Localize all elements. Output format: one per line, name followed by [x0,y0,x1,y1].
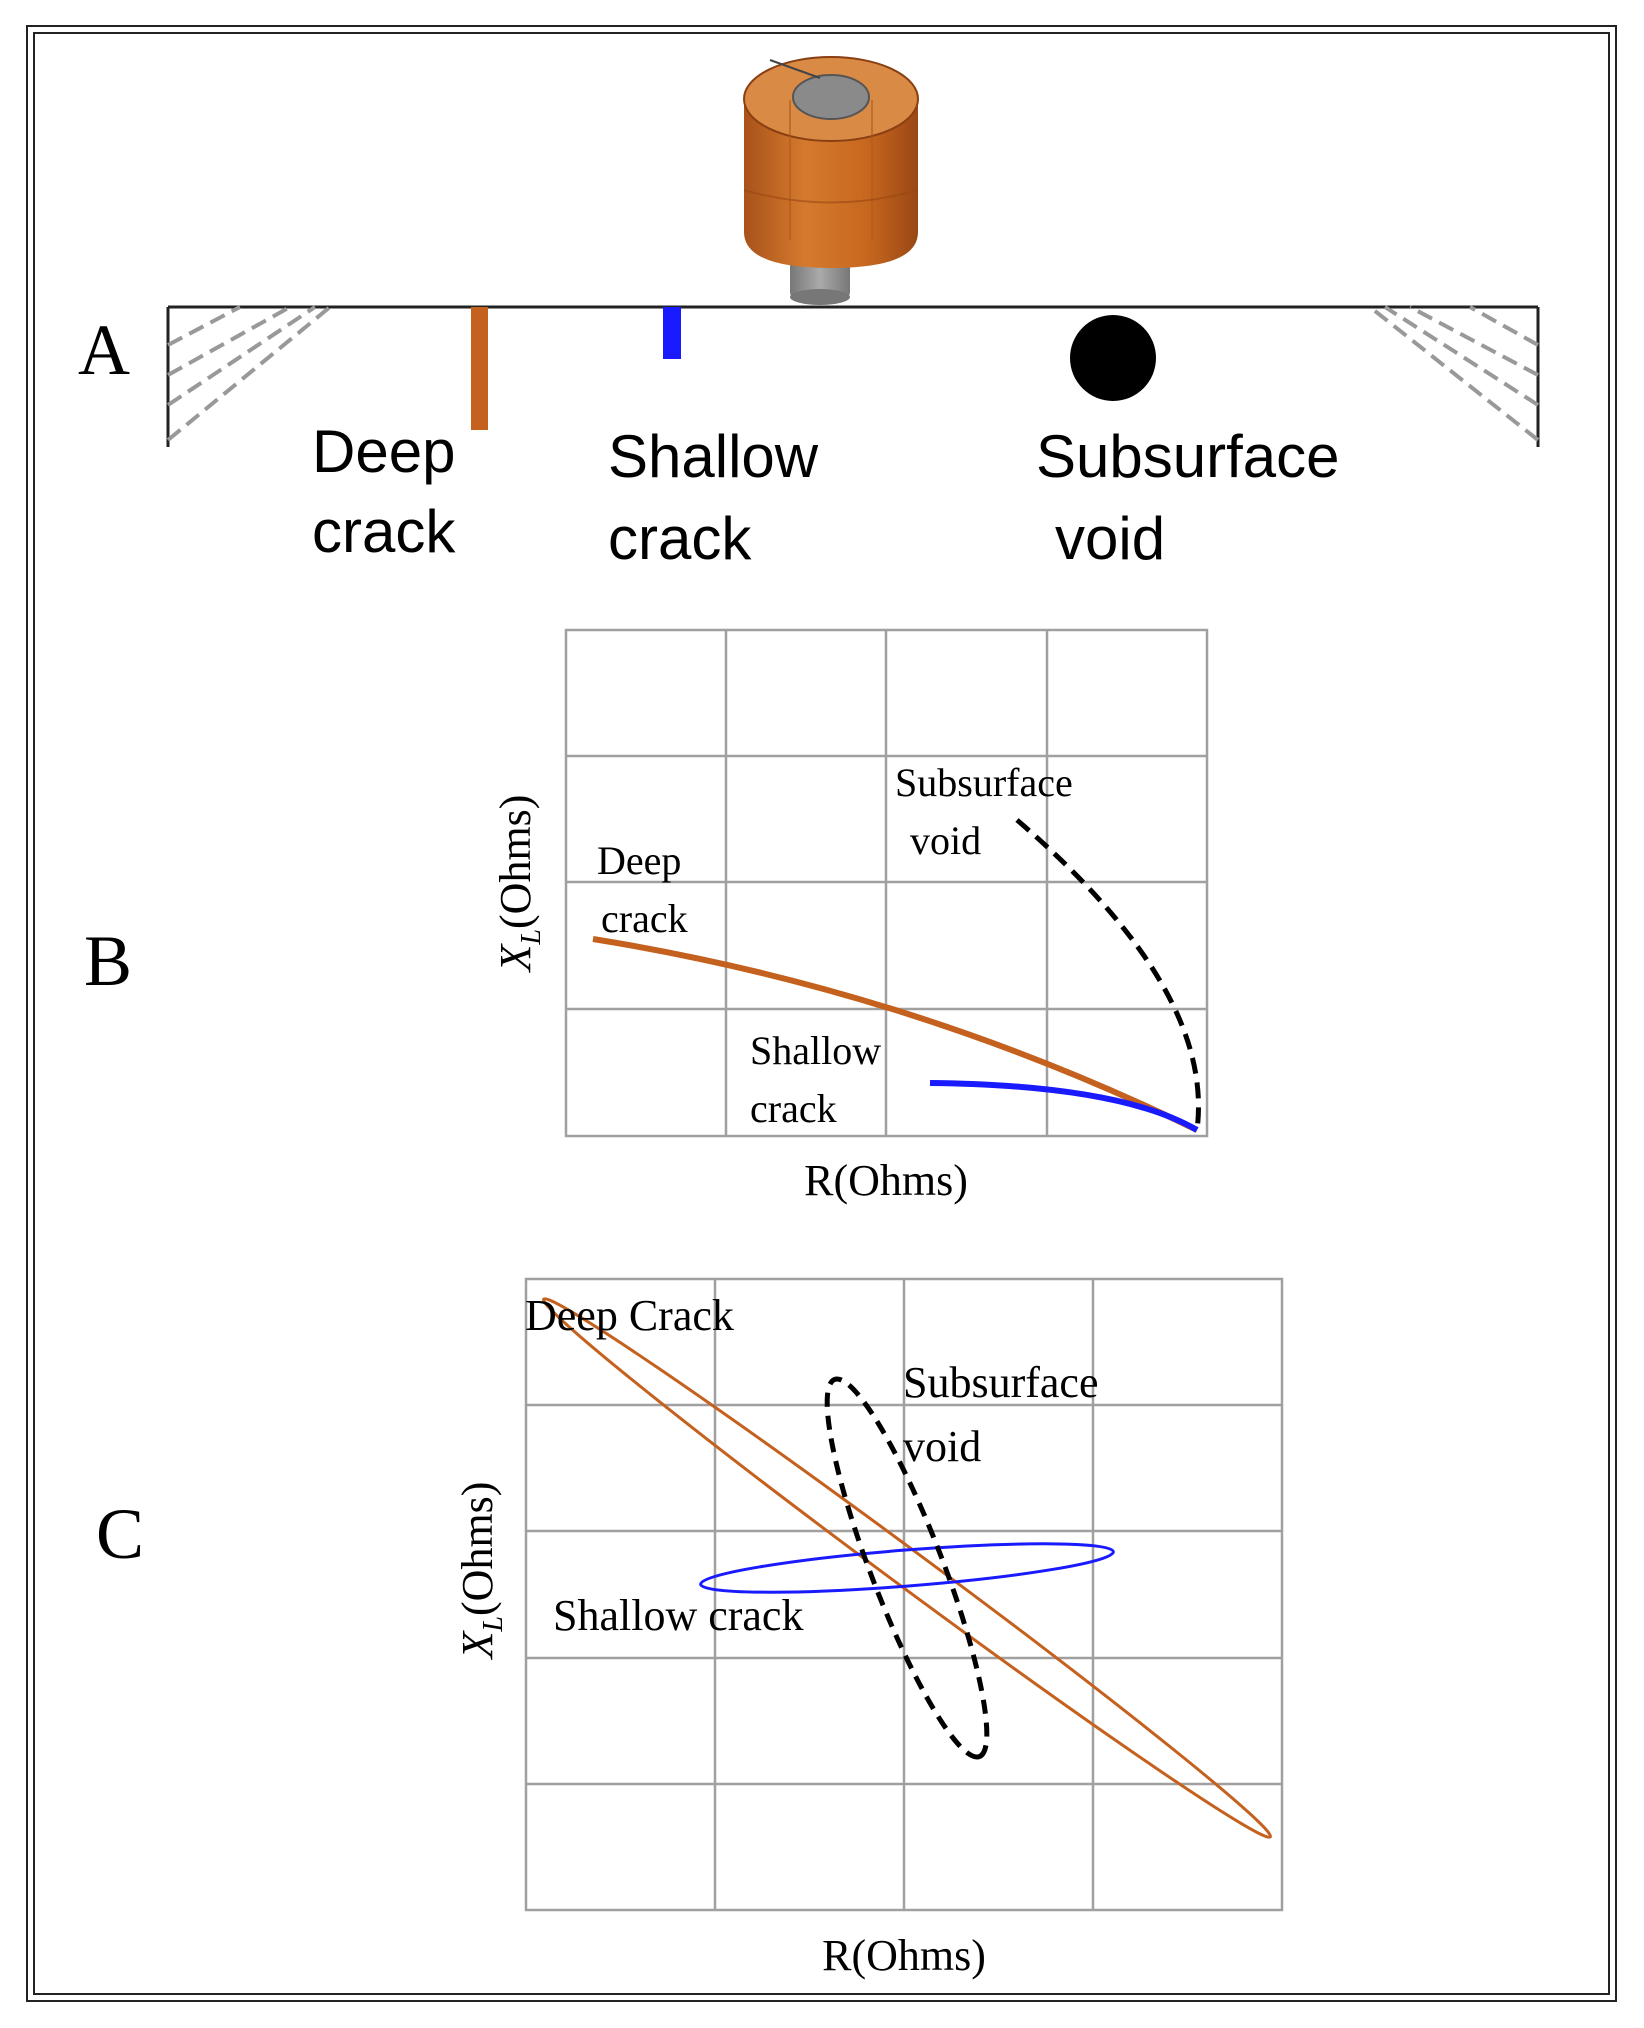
panel-b-subsurface-void-curve [1015,818,1201,1131]
panel-a-label: A [78,310,130,390]
deep-crack-marker [471,307,488,430]
panel-c-y-axis-label: XL(Ohms) [453,1482,509,1661]
panel-b-deep-crack-curve [592,936,1199,1133]
panel-b-subsurface-void-label: Subsurface void [895,760,1083,863]
panel-b-shallow-crack-line1: Shallow [750,1028,881,1073]
panel-c-subsurface-void-line1: Subsurface [903,1358,1099,1407]
panel-b-shallow-crack-curve [929,1080,1199,1133]
panel-a-subsurface-void-line1: Subsurface [1036,423,1340,490]
panel-b-x-axis-label: R(Ohms) [804,1156,968,1205]
panel-b-shallow-crack-label: Shallow crack [750,1028,891,1131]
panel-a-shallow-crack-line2: crack [608,505,752,572]
panel-c-subsurface-void-label: Subsurface void [903,1358,1110,1471]
panel-c-x-axis-label: R(Ohms) [822,1931,986,1980]
panel-a-deep-crack-label: Deep crack [312,418,472,565]
panel-b-deep-crack-label: Deep crack [597,838,691,941]
panel-a-subsurface-void-label: Subsurface void [1036,423,1356,572]
subsurface-void-marker [1070,315,1156,401]
panel-b-y-axis-main: X [491,942,540,973]
panel-c-y-axis-rest: (Ohms) [453,1482,502,1616]
panel-b-label: B [84,921,132,1001]
figure-outer-border [26,25,1617,2002]
panel-a: A [78,56,1540,572]
panel-c: C Deep Crack Shallow crack Subsurface vo… [96,1277,1284,1980]
panel-b-deep-crack-line2: crack [601,896,688,941]
panel-c-y-axis-sub: L [478,1616,509,1633]
left-break-hatch [166,305,332,442]
right-break-hatch [1368,305,1540,442]
panel-b-y-axis-sub: L [516,929,547,946]
panel-a-shallow-crack-label: Shallow crack [608,423,835,572]
panel-c-subsurface-void-line2: void [903,1422,981,1471]
panel-c-shallow-crack-loop [699,1542,1115,1594]
shallow-crack-marker [663,307,681,359]
panel-c-deep-crack-label: Deep Crack [525,1291,734,1340]
panel-b: B Deep crack Shallow crack Subsurface vo… [84,628,1209,1205]
panel-b-deep-crack-line1: Deep [597,838,681,883]
panel-c-subsurface-void-loop [824,1376,990,1760]
panel-b-shallow-crack-line2: crack [750,1086,837,1131]
panel-b-y-axis-label: XL(Ohms) [491,795,547,974]
panel-b-subsurface-void-line2: void [910,818,981,863]
panel-a-subsurface-void-line2: void [1055,505,1165,572]
eddy-current-probe-icon [743,56,919,305]
panel-c-label: C [96,1494,144,1574]
panel-b-y-axis-rest: (Ohms) [491,795,540,929]
panel-a-deep-crack-line1: Deep [312,418,455,485]
panel-c-deep-crack-loop [541,1297,1273,1839]
panel-a-shallow-crack-line1: Shallow [608,423,819,490]
figure-inner-border [33,32,1610,1995]
panel-c-shallow-crack-label: Shallow crack [553,1591,803,1640]
panel-a-deep-crack-line2: crack [312,498,456,565]
panel-c-y-axis-main: X [453,1629,502,1660]
panel-b-subsurface-void-line1: Subsurface [895,760,1073,805]
